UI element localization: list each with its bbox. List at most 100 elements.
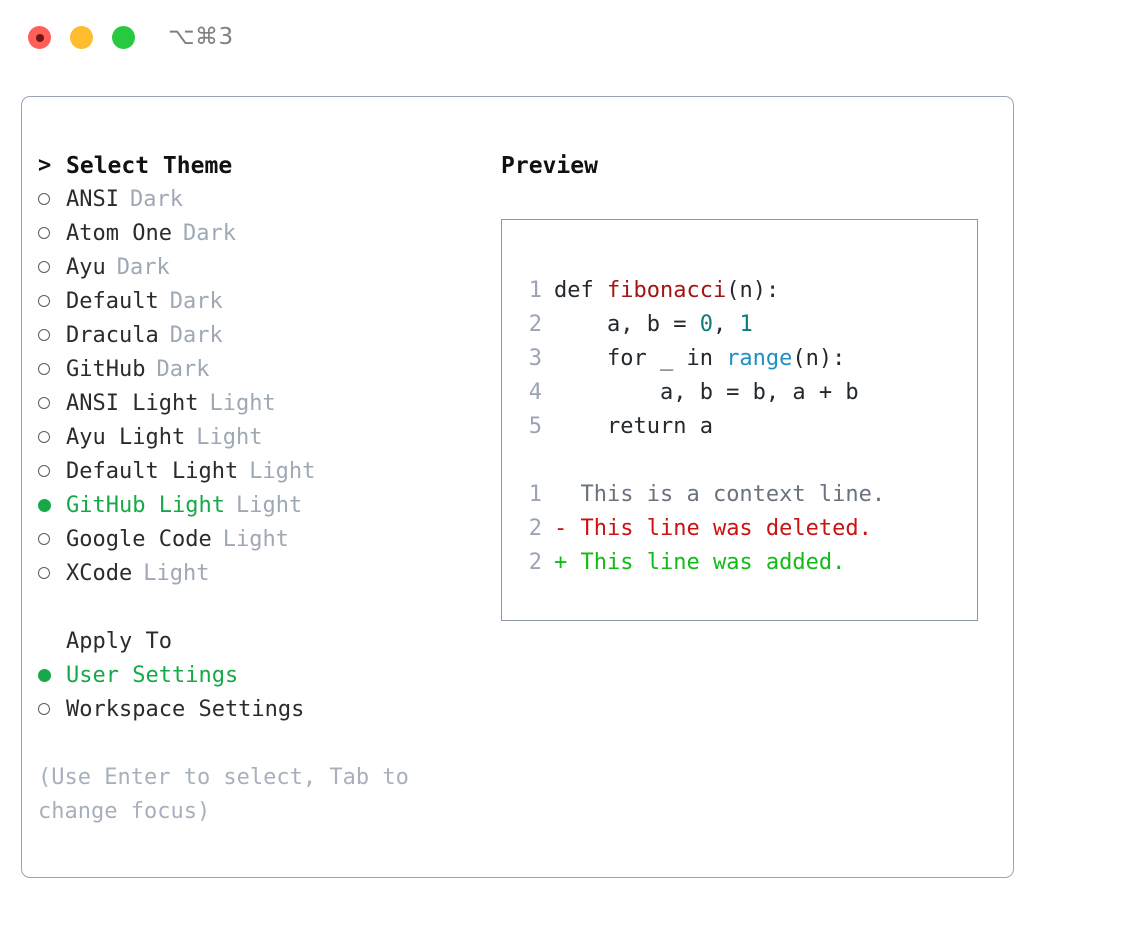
code-line: 3 for _ in range(n):: [502, 342, 977, 376]
diff-sign: [554, 482, 567, 507]
diff-line: 2- This line was deleted.: [502, 512, 977, 546]
radio-unselected-icon[interactable]: [38, 421, 66, 455]
code-token-plain: for _ in: [554, 346, 727, 371]
code-token-call: range: [726, 346, 793, 371]
code-token-num: 0: [699, 312, 713, 337]
theme-list-item[interactable]: Ayu Dark: [38, 251, 488, 285]
diff-line-text-context: This is a context line.: [554, 478, 885, 512]
code-line-text: def fibonacci(n):: [554, 274, 779, 308]
code-token-plain: return a: [554, 414, 713, 439]
diff-line-text-added: + This line was added.: [554, 546, 845, 580]
line-number: 1: [528, 482, 542, 507]
diff-sign: -: [554, 516, 568, 541]
theme-kind-badge: Dark: [182, 221, 236, 246]
theme-name: Google Code: [66, 527, 212, 552]
code-line: 4 a, b = b, a + b: [502, 376, 977, 410]
theme-name: Default: [66, 289, 159, 314]
line-number: 4: [528, 380, 542, 405]
radio-unselected-icon[interactable]: [38, 285, 66, 319]
theme-kind-badge: Light: [143, 561, 210, 586]
code-token-num: 1: [739, 312, 753, 337]
preview-title: Preview: [501, 153, 598, 179]
line-number: 2: [528, 516, 542, 541]
radio-unselected-icon[interactable]: [38, 251, 66, 285]
theme-kind-badge: Dark: [129, 187, 183, 212]
diff-sign: +: [554, 550, 568, 575]
radio-unselected-icon[interactable]: [38, 217, 66, 251]
minimize-window-button[interactable]: [70, 26, 93, 49]
line-number: 2: [528, 312, 542, 337]
line-number: 1: [528, 278, 542, 303]
radio-unselected-icon[interactable]: [38, 319, 66, 353]
theme-name: XCode: [66, 561, 133, 586]
keyboard-hint-text: (Use Enter to select, Tab to change focu…: [38, 765, 423, 824]
diff-line-text-deleted: - This line was deleted.: [554, 512, 872, 546]
theme-kind-badge: Dark: [116, 255, 170, 280]
radio-unselected-icon[interactable]: [38, 353, 66, 387]
theme-list-item[interactable]: Default Light Light: [38, 455, 488, 489]
radio-unselected-icon[interactable]: [38, 693, 66, 727]
radio-unselected-icon[interactable]: [38, 557, 66, 591]
theme-list-item[interactable]: GitHub Light Light: [38, 489, 488, 523]
theme-name: ANSI Light: [66, 391, 199, 416]
theme-kind-badge: Dark: [169, 323, 223, 348]
theme-list-item[interactable]: ANSI Dark: [38, 183, 488, 217]
code-line-text: a, b = b, a + b: [554, 376, 859, 410]
diff-line: 2 + This line was added.: [502, 546, 977, 580]
code-line-text: a, b = 0, 1: [554, 308, 753, 342]
apply-to-label: Apply To: [66, 629, 172, 654]
theme-list-item[interactable]: Default Dark: [38, 285, 488, 319]
apply-to-option[interactable]: Workspace Settings: [38, 693, 488, 727]
select-theme-header: > Select Theme: [38, 149, 488, 183]
theme-kind-badge: Light: [249, 459, 316, 484]
radio-unselected-icon[interactable]: [38, 523, 66, 557]
traffic-lights: [28, 26, 135, 49]
diff-text: This line was deleted.: [567, 516, 872, 541]
code-line-text: for _ in range(n):: [554, 342, 845, 376]
radio-unselected-icon[interactable]: [38, 455, 66, 489]
theme-kind-badge: Dark: [169, 289, 223, 314]
theme-list-item[interactable]: ANSI Light Light: [38, 387, 488, 421]
theme-name: GitHub: [66, 357, 146, 382]
radio-unselected-icon[interactable]: [38, 387, 66, 421]
code-line-text: return a: [554, 410, 713, 444]
code-token-plain: (n):: [726, 278, 780, 303]
line-number: 2: [528, 550, 542, 575]
radio-unselected-icon[interactable]: [38, 183, 66, 217]
theme-list-item[interactable]: XCode Light: [38, 557, 488, 591]
title-bar: ⌥⌘3: [0, 0, 1140, 78]
code-line: 5 return a: [502, 410, 977, 444]
apply-to-option[interactable]: User Settings: [38, 659, 488, 693]
theme-name: Ayu: [66, 255, 106, 280]
code-token-plain: a, b = b, a + b: [554, 380, 859, 405]
close-window-button[interactable]: [28, 26, 51, 49]
diff-text: This line was added.: [567, 550, 846, 575]
code-token-plain: (n):: [792, 346, 846, 371]
theme-name: ANSI: [66, 187, 119, 212]
theme-kind-badge: Light: [209, 391, 276, 416]
keyboard-shortcut-label: ⌥⌘3: [168, 24, 234, 50]
maximize-window-button[interactable]: [112, 26, 135, 49]
theme-list-item[interactable]: Google Code Light: [38, 523, 488, 557]
theme-name: Default Light: [66, 459, 239, 484]
code-diff-gap: [502, 444, 977, 478]
radio-selected-icon[interactable]: [38, 489, 66, 523]
radio-selected-icon[interactable]: [38, 659, 66, 693]
theme-kind-badge: Light: [235, 493, 303, 518]
line-number: 5: [528, 414, 542, 439]
theme-kind-badge: Light: [196, 425, 263, 450]
theme-kind-badge: Light: [222, 527, 289, 552]
code-token-plain: ,: [712, 312, 740, 337]
code-token-plain: def: [554, 278, 607, 303]
theme-name: GitHub Light: [66, 493, 225, 518]
